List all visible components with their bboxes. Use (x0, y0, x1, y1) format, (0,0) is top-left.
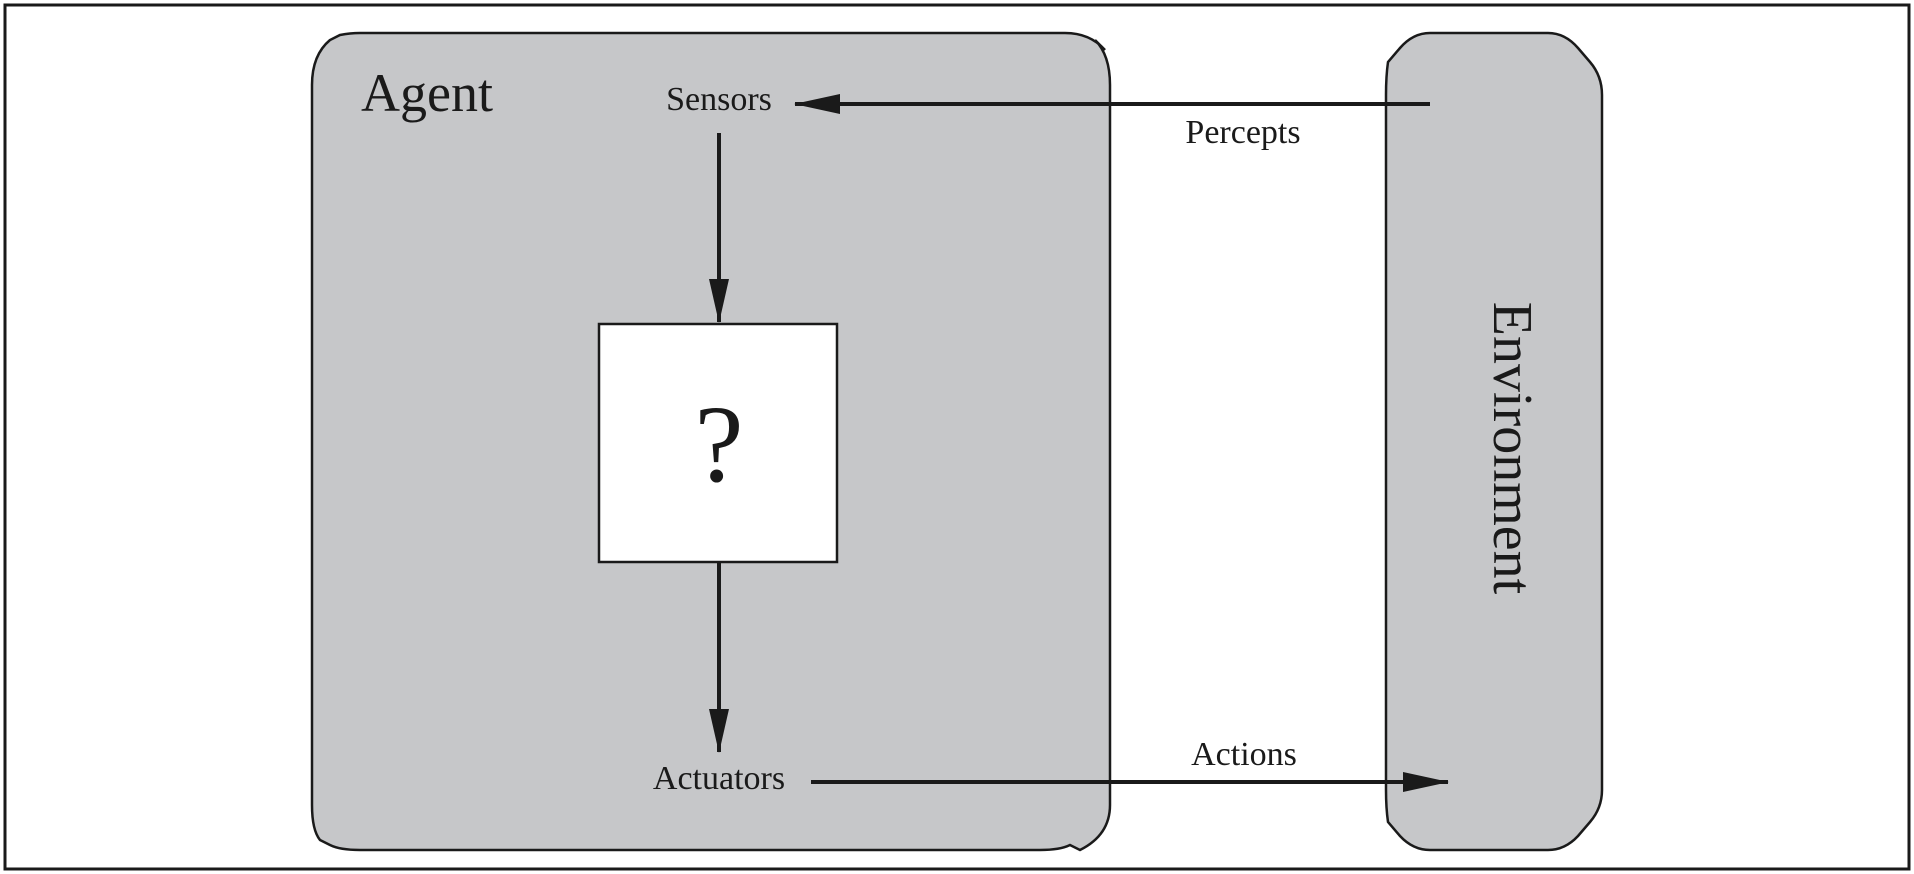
actuators-label: Actuators (653, 760, 785, 797)
agent-label: Agent (361, 63, 493, 123)
actions-label: Actions (1191, 736, 1297, 773)
environment-label: Environment (1481, 302, 1543, 595)
percepts-label: Percepts (1185, 114, 1300, 151)
decision-box (597, 322, 839, 564)
environment-region (1384, 31, 1604, 852)
decision-box-label: ? (695, 383, 744, 505)
sensors-label: Sensors (666, 81, 772, 118)
